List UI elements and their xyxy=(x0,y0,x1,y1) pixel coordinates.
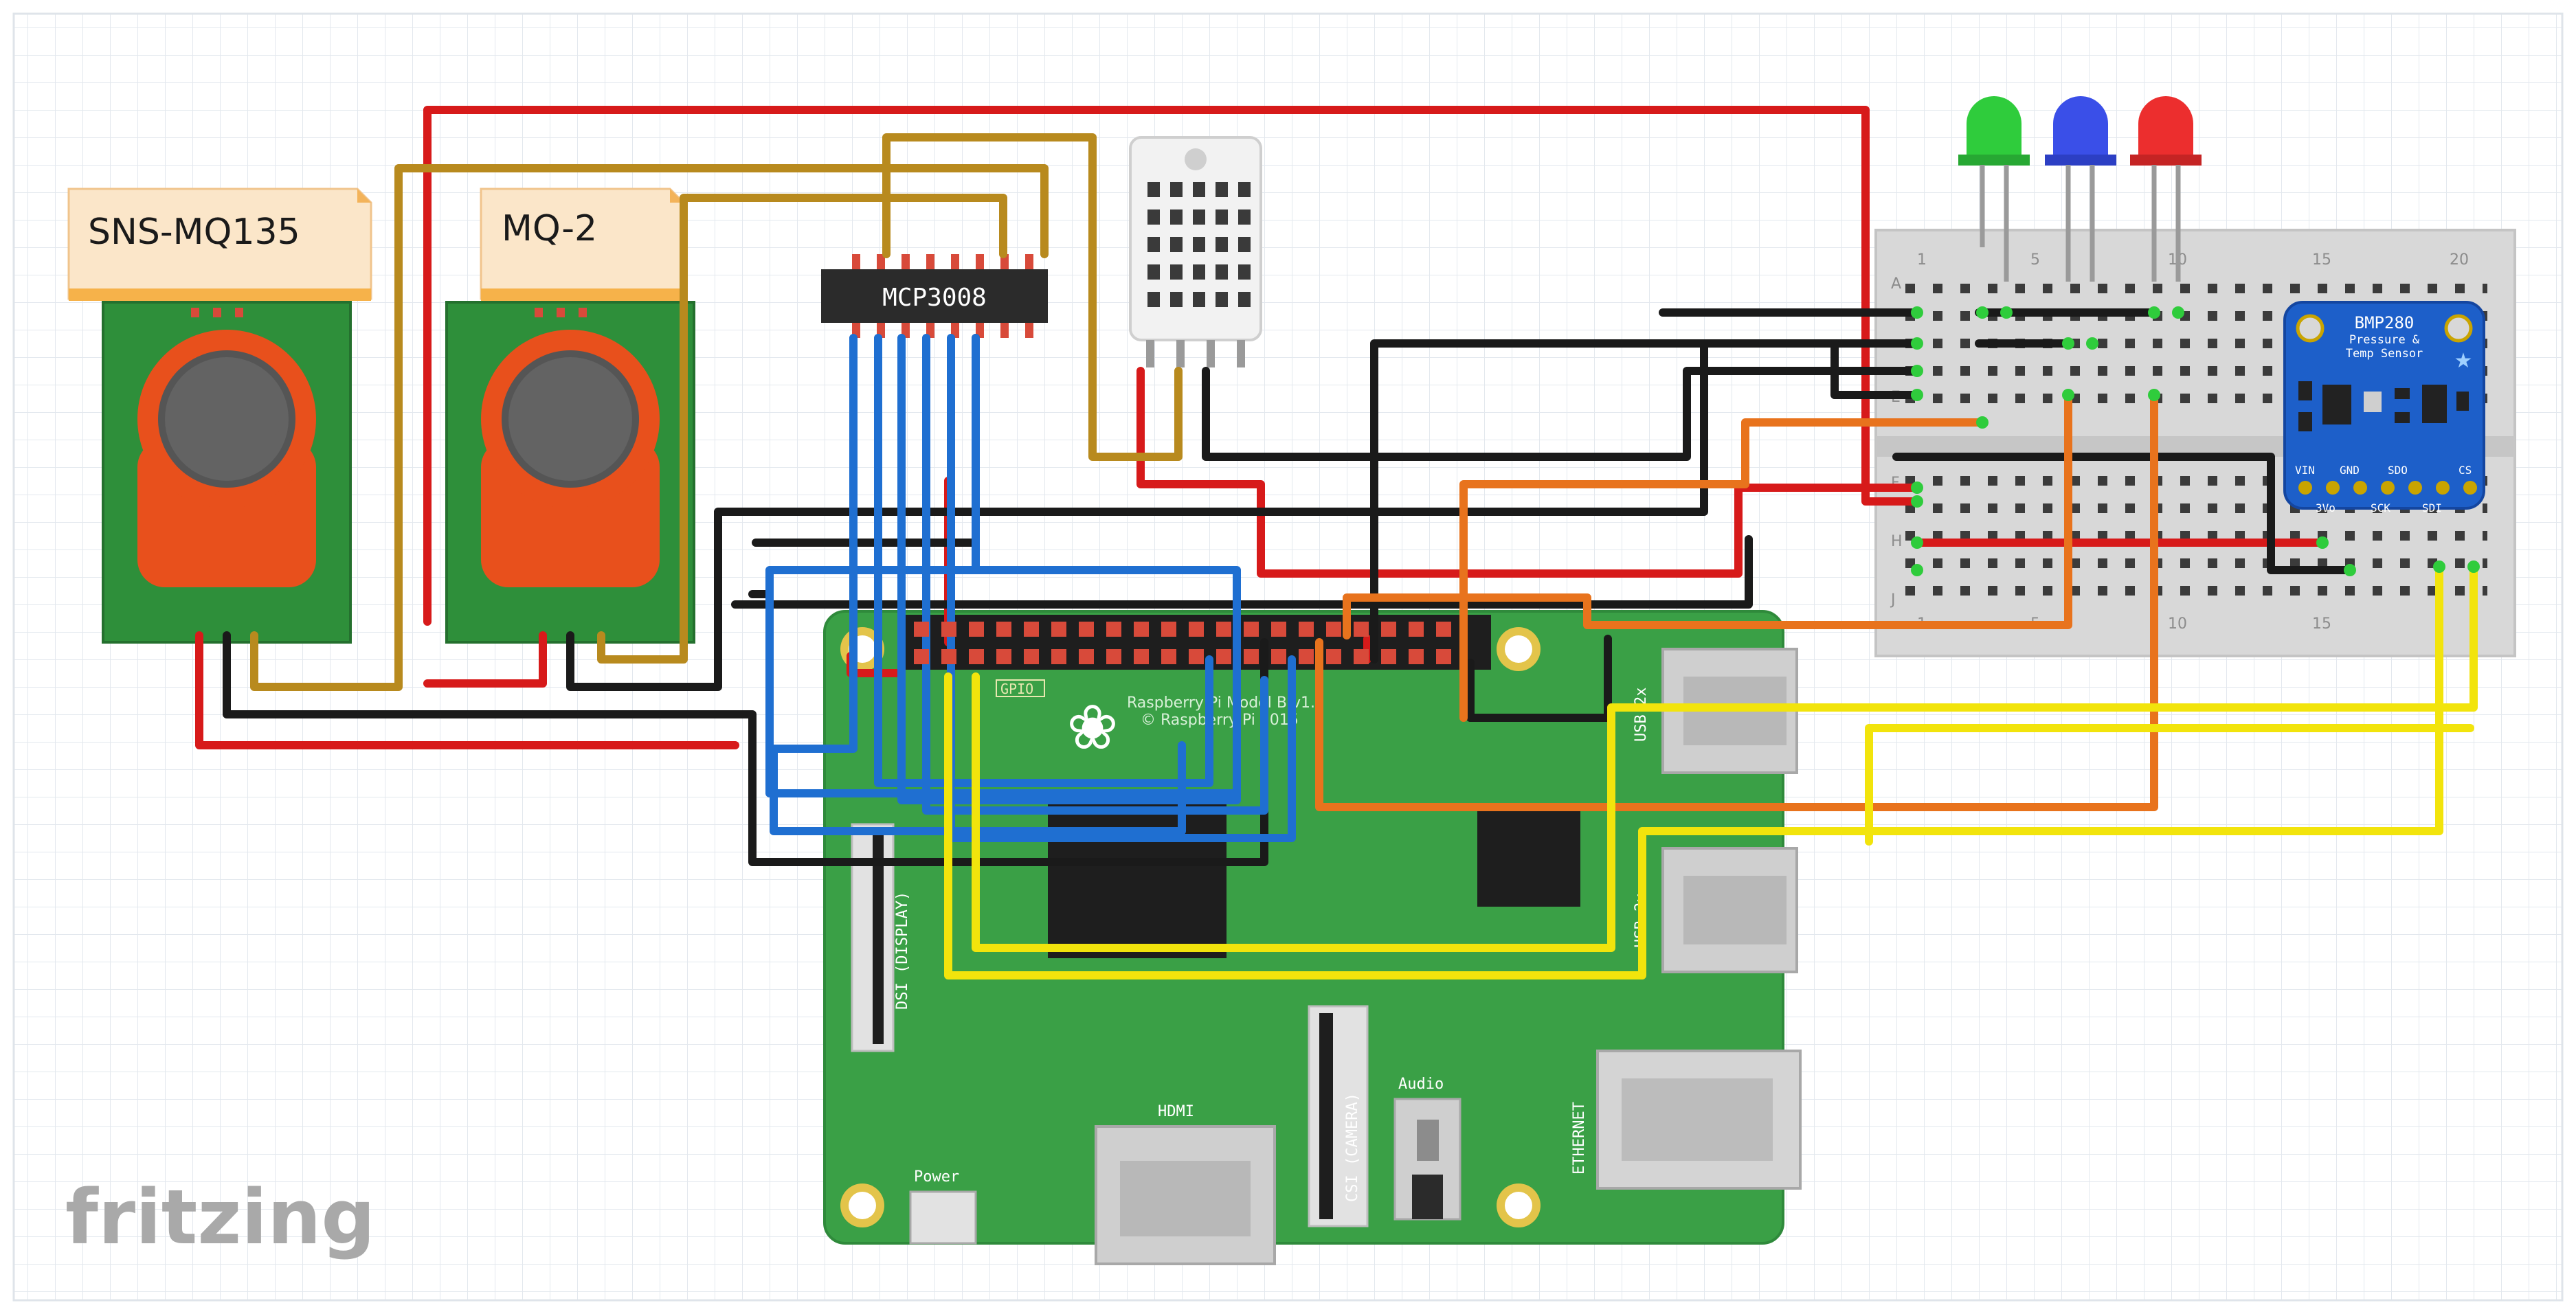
sensor-mq135-label: SNS-MQ135 xyxy=(88,212,300,253)
wires-black xyxy=(223,308,2354,866)
bb-col-10-bottom: 10 xyxy=(2168,615,2187,633)
bmp280-title: BMP280 xyxy=(2355,313,2415,332)
fritzing-logo-icon: fritzing xyxy=(65,1173,375,1261)
bmp-pin-sdi: SDI xyxy=(2422,501,2442,514)
bmp280-subtitle-1: Pressure & xyxy=(2349,333,2420,347)
mcp3008-chip: MCP3008 xyxy=(821,254,1048,338)
bb-row-a: A xyxy=(1891,275,1901,293)
soc-chip xyxy=(1048,790,1227,958)
dht-sensor xyxy=(1129,136,1262,367)
bmp280-sensor: BMP280 Pressure & Temp Sensor ★ VIN GND … xyxy=(2283,301,2485,514)
bb-col-20: 20 xyxy=(2450,251,2469,269)
csi-label: CSI (CAMERA) xyxy=(1344,1093,1361,1202)
bmp-pin-sdo: SDO xyxy=(2388,464,2408,477)
wires-brown xyxy=(250,133,1183,691)
power-label: Power xyxy=(914,1168,959,1186)
breadboard-connection-dots xyxy=(1911,306,2480,576)
wires xyxy=(195,106,2478,979)
bmp-pin-sck: SCK xyxy=(2371,501,2390,514)
audio-label: Audio xyxy=(1398,1076,1444,1093)
bmp-pin-cs: CS xyxy=(2459,464,2472,477)
bmp280-star-icon: ★ xyxy=(2454,349,2473,373)
sensor-mq2: MQ-2 xyxy=(445,188,695,644)
usb-label-1: USB 2x xyxy=(1633,688,1650,742)
sensor-mq2-label: MQ-2 xyxy=(502,208,597,249)
bmp-pin-vin: VIN xyxy=(2295,464,2315,477)
sensor-mq135: SNS-MQ135 xyxy=(67,188,372,644)
pi-copyright-label: © Raspberry Pi 2015 xyxy=(1141,712,1299,729)
power-port xyxy=(909,1190,977,1245)
ethernet-label: ETHERNET xyxy=(1571,1102,1588,1175)
sensor-mq135-label-bg xyxy=(67,188,372,300)
led-red xyxy=(2130,96,2202,282)
raspberry-logo-icon: ❀ xyxy=(1066,692,1118,764)
gpio-pins xyxy=(914,622,1451,664)
wires-orange xyxy=(1315,391,2158,811)
bb-row-j: J xyxy=(1890,591,1896,609)
bmp-pin-gnd: GND xyxy=(2340,464,2360,477)
wires-blue xyxy=(765,334,1296,842)
bmp280-subtitle-2: Temp Sensor xyxy=(2346,347,2423,361)
led-blue xyxy=(2045,96,2116,282)
csi-connector xyxy=(1308,1005,1369,1227)
bb-row-h: H xyxy=(1891,533,1903,550)
gpio-label: GPIO xyxy=(1000,681,1033,697)
bb-col-15-bottom: 15 xyxy=(2312,615,2331,633)
led-green xyxy=(1958,96,2030,282)
dsi-label: DSI (DISPLAY) xyxy=(894,892,911,1010)
bb-col-5: 5 xyxy=(2030,251,2040,269)
hdmi-label: HDMI xyxy=(1158,1103,1194,1120)
bb-col-15: 15 xyxy=(2312,251,2331,269)
mcp3008-label: MCP3008 xyxy=(882,284,987,312)
bb-col-1: 1 xyxy=(1917,251,1927,269)
lan-chip xyxy=(1477,811,1580,907)
bmp-pin-3vo: 3Vo xyxy=(2316,501,2336,514)
wires-yellow xyxy=(944,563,2478,979)
